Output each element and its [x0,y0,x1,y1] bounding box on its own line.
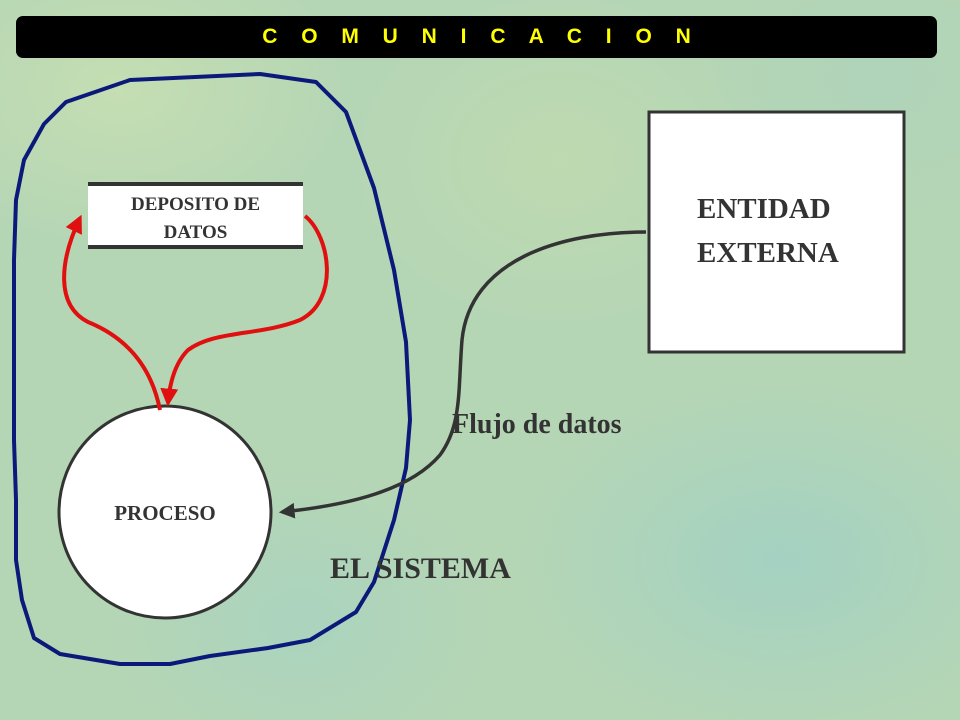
data-store-label-line2: DATOS [163,222,228,243]
external-entity-label-line1: ENTIDAD [697,193,831,225]
external-entity-box [647,110,906,354]
system-label: EL SISTEMA [330,552,511,585]
external-entity-label-line2: EXTERNA [697,237,839,269]
data-store-label-line1: DEPOSITO DE [131,194,260,215]
data-flow-label: Flujo de datos [452,409,622,440]
data-store-box [88,184,303,247]
flow-entity-to-process [278,230,647,519]
title-bar: C O M U N I C A C I O N [16,16,937,58]
flow-store-to-process [160,214,329,407]
flow-process-to-store [62,214,162,411]
system-boundary [12,72,412,666]
process-label: PROCESO [114,501,216,525]
slide-title: C O M U N I C A C I O N [262,25,700,48]
